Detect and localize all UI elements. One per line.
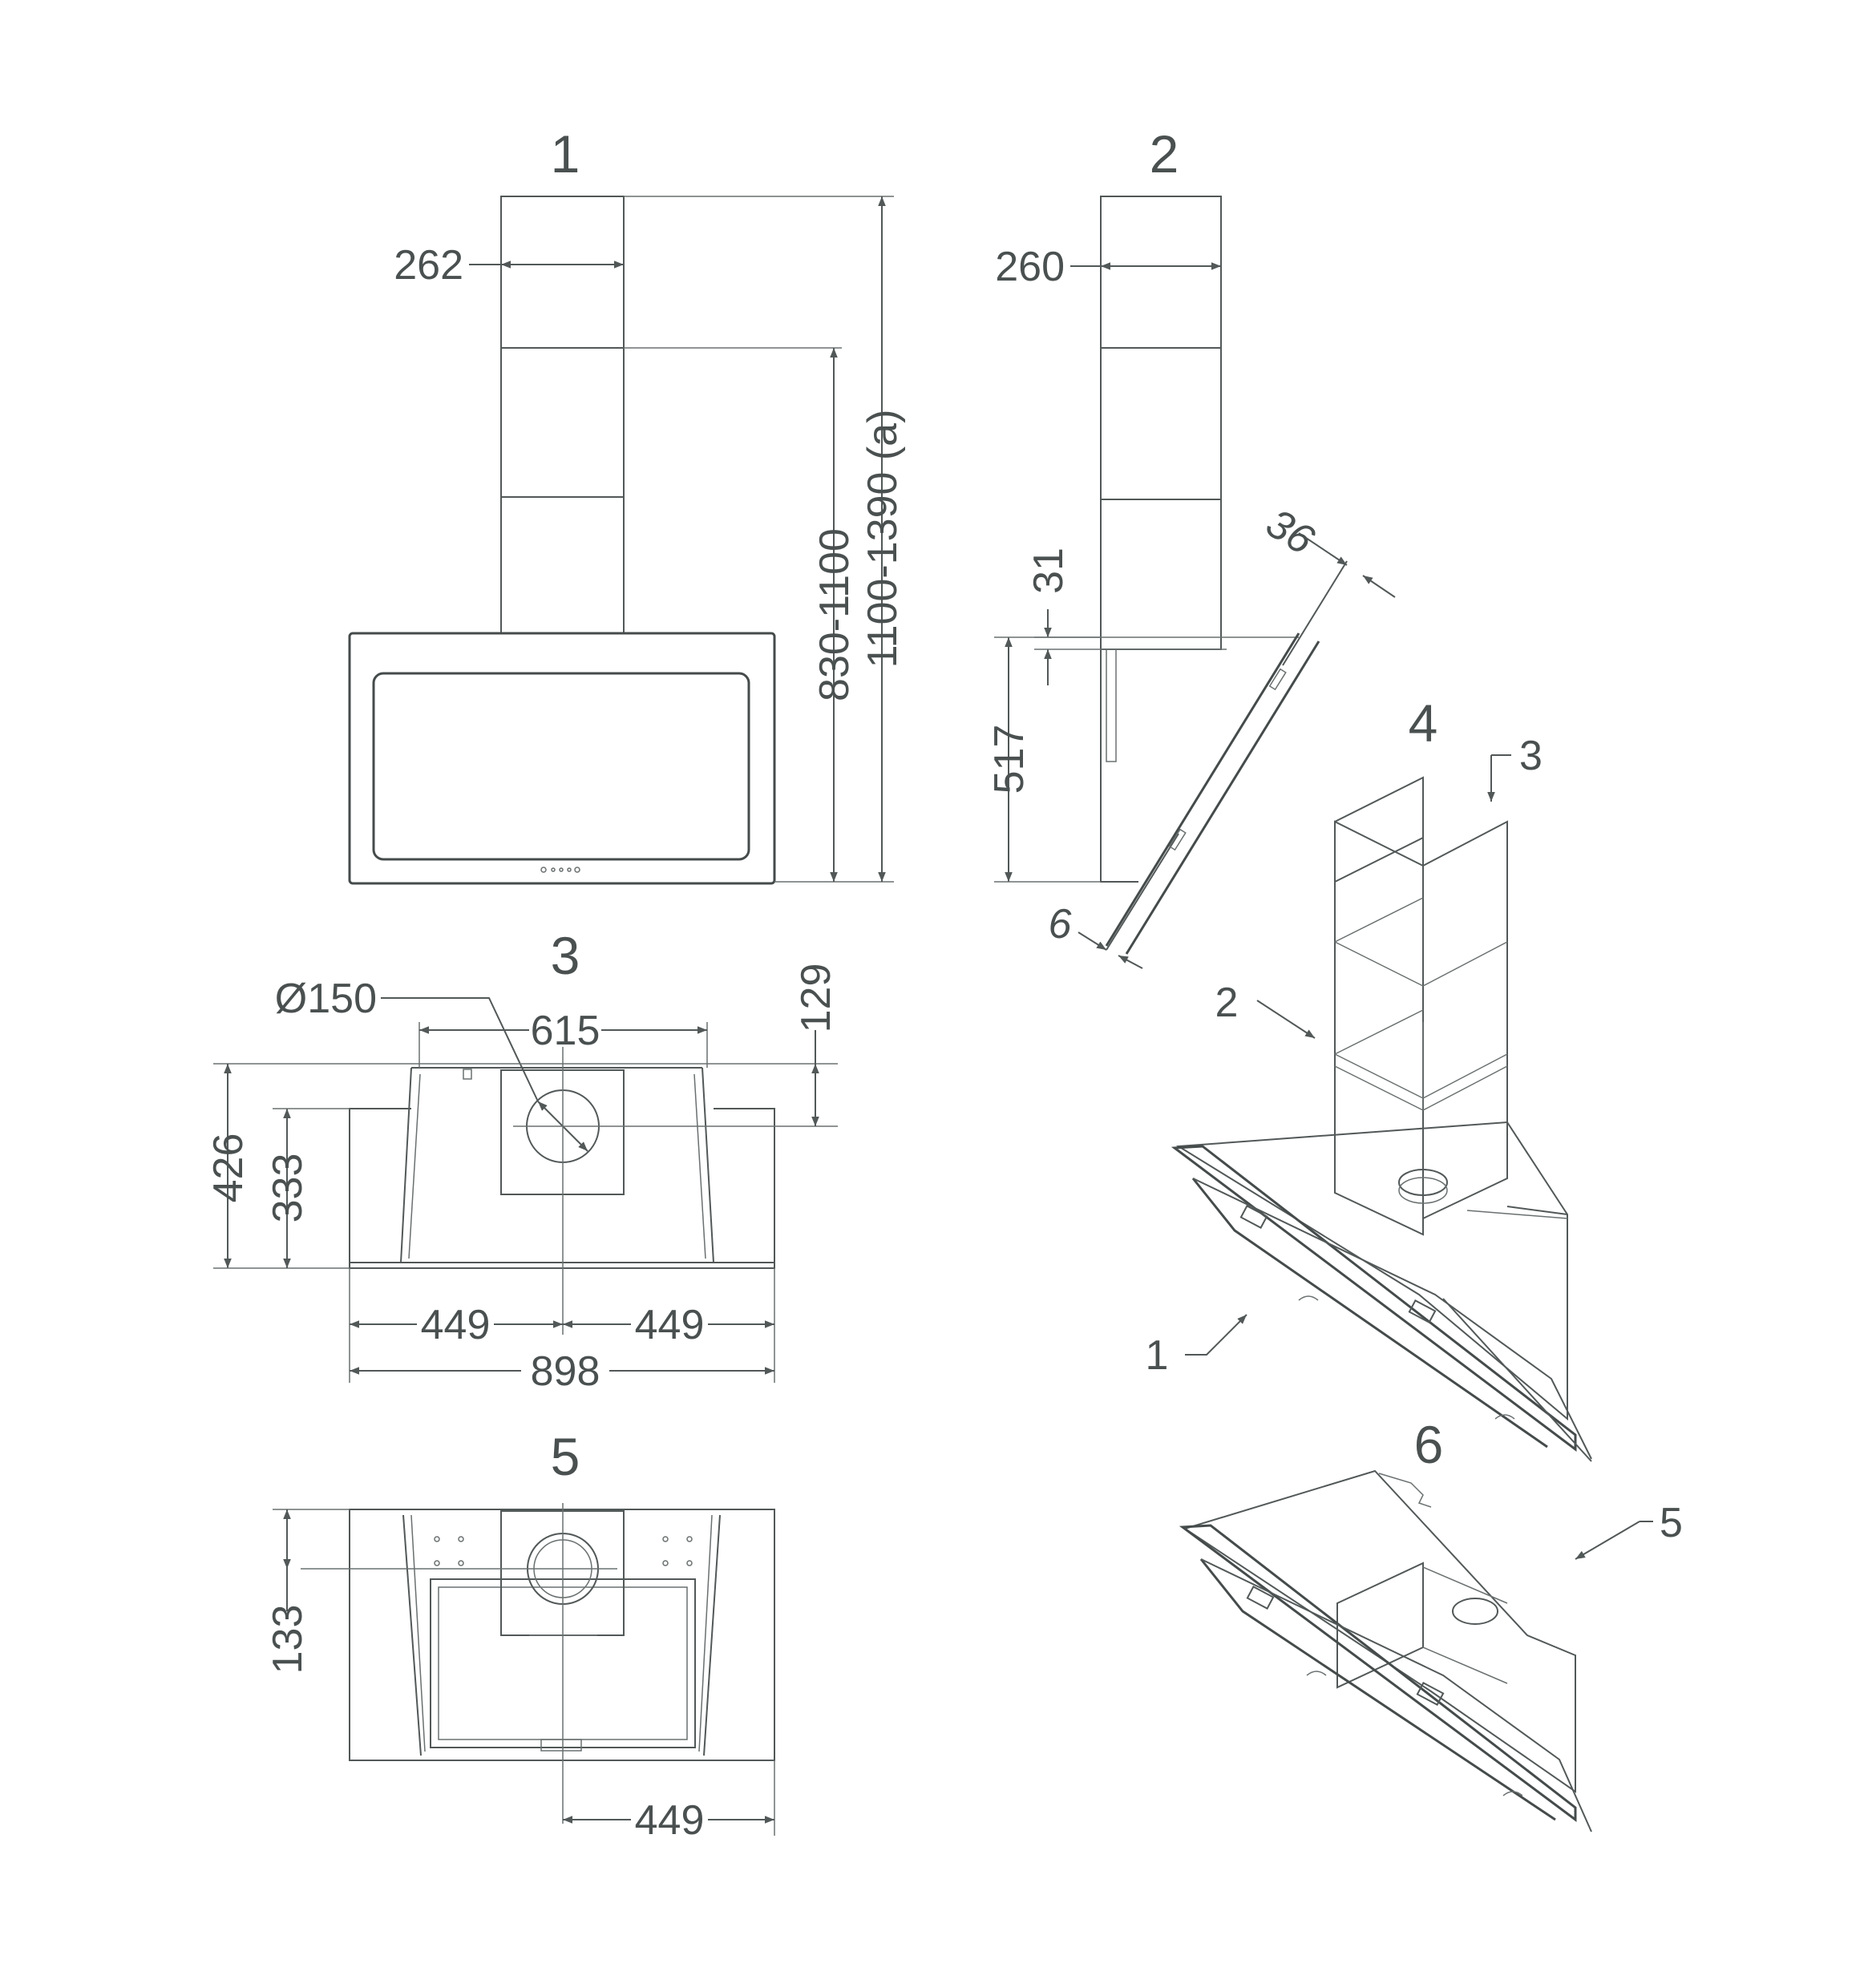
dim-260: 260: [995, 244, 1065, 290]
view-5-number: 5: [551, 1427, 580, 1486]
callout-2: 2: [1215, 980, 1239, 1026]
view-6-isometric: 6 5: [1179, 1415, 1683, 1832]
dim-133: 133: [265, 1605, 311, 1675]
view-1-number: 1: [551, 124, 580, 184]
callout-5: 5: [1660, 1500, 1683, 1546]
dim-426: 426: [205, 1133, 252, 1203]
view-6-number: 6: [1414, 1415, 1444, 1474]
view-3-number: 3: [551, 926, 580, 985]
view-4-isometric: 4 3 2 1: [1146, 693, 1592, 1462]
dim-615: 615: [531, 1008, 600, 1054]
view-4-number: 4: [1409, 693, 1438, 753]
view-2-number: 2: [1150, 124, 1179, 184]
view-5-bottom-plan: 5 133 449: [265, 1427, 775, 1844]
dim-898: 898: [531, 1348, 600, 1395]
dim-449-left: 449: [421, 1302, 491, 1348]
dim-262: 262: [394, 242, 463, 289]
view-1-front-elevation: 1 262 830-1100 1100-1390 (a): [348, 124, 906, 885]
dim-517: 517: [986, 725, 1033, 794]
view-3-top-plan: 3 Ø150 615 129 426 3: [205, 926, 839, 1395]
dim-6: 6: [1049, 901, 1072, 948]
callout-3: 3: [1519, 733, 1543, 779]
dim-830-1100: 830-1100: [811, 528, 858, 701]
callout-1: 1: [1146, 1332, 1169, 1379]
dim-duct-diameter: Ø150: [275, 976, 377, 1022]
dim-333: 333: [265, 1154, 311, 1223]
dim-129: 129: [793, 964, 839, 1033]
dim-449-bottom: 449: [635, 1797, 705, 1844]
dim-31: 31: [1025, 548, 1072, 594]
view-2-side-elevation: 2 260 31 517 36: [986, 124, 1396, 969]
dim-449-right: 449: [635, 1302, 705, 1348]
dim-1100-1390: 1100-1390 (a): [859, 410, 906, 669]
dim-36: 36: [1258, 500, 1322, 564]
